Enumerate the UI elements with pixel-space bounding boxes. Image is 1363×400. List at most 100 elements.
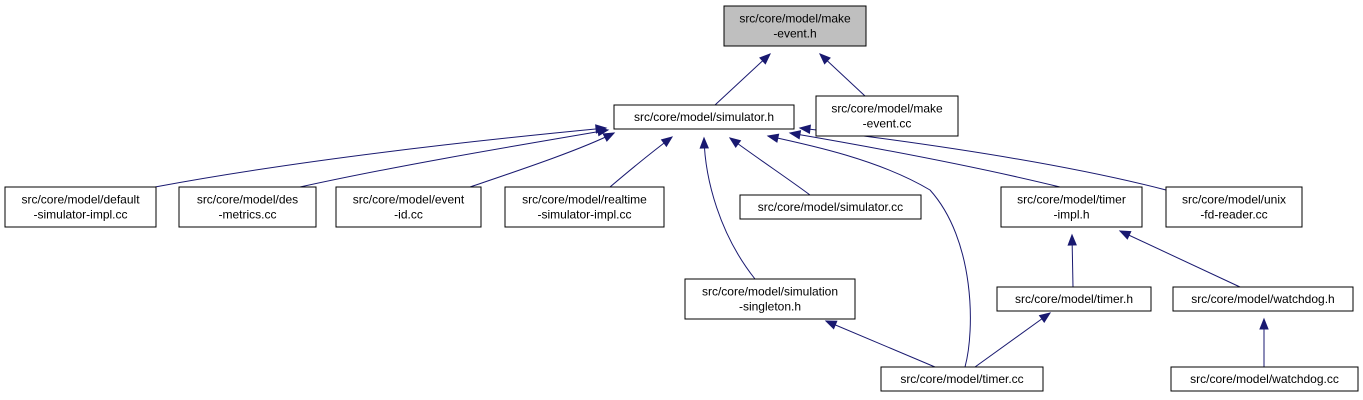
node-box: [178, 186, 317, 228]
edge-line: [154, 127, 607, 188]
node-label: -simulator-impl.cc: [33, 208, 127, 222]
edge-timer_cc-to-simulator_h: [766, 133, 971, 368]
node-event-id[interactable]: src/core/model/event-id.cc: [335, 186, 482, 228]
arrowhead-icon: [798, 124, 811, 134]
arrowhead-icon: [728, 137, 742, 149]
edge-line: [714, 53, 771, 106]
node-box: [1172, 286, 1354, 312]
edge-line: [729, 137, 811, 196]
edge-line: [609, 136, 673, 188]
node-label: src/core/model/timer: [1017, 193, 1126, 207]
node-label: -simulator-impl.cc: [537, 208, 631, 222]
edge-timer_cc-to-sim_singleton: [824, 320, 936, 368]
edge-event_id-to-simulator_h: [469, 132, 616, 188]
node-watchdog-cc[interactable]: src/core/model/watchdog.cc: [1170, 366, 1359, 392]
arrowhead-icon: [788, 130, 802, 140]
node-label: -id.cc: [394, 208, 423, 222]
node-make-event-cc[interactable]: src/core/model/make-event.cc: [815, 95, 959, 137]
arrowhead-icon: [1067, 233, 1077, 246]
node-box: [613, 104, 795, 130]
node-label: src/core/model/des: [197, 193, 298, 207]
arrowhead-icon: [1038, 312, 1052, 323]
edge-line: [299, 129, 609, 188]
node-sim-singleton[interactable]: src/core/model/simulation-singleton.h: [684, 278, 856, 320]
node-default-sim[interactable]: src/core/model/default-simulator-impl.cc: [4, 186, 157, 228]
node-watchdog-h[interactable]: src/core/model/watchdog.h: [1172, 286, 1354, 312]
node-realtime-sim[interactable]: src/core/model/realtime-simulator-impl.c…: [504, 186, 665, 228]
node-simulator-cc[interactable]: src/core/model/simulator.cc: [739, 194, 922, 220]
edge-line: [703, 137, 756, 280]
node-label: -event.cc: [863, 117, 912, 131]
edge-realtime_sim-to-simulator_h: [609, 136, 674, 188]
node-simulator-h[interactable]: src/core/model/simulator.h: [613, 104, 795, 130]
arrowhead-icon: [699, 136, 709, 149]
node-box: [880, 366, 1044, 392]
arrowhead-icon: [660, 136, 674, 148]
node-label: src/core/model/make: [739, 12, 851, 26]
node-label: src/core/model/make: [831, 102, 943, 116]
arrowhead-icon: [602, 132, 616, 142]
node-label: -event.h: [773, 27, 816, 41]
edge-default_sim-to-simulator_h: [154, 124, 608, 188]
node-make-event-h[interactable]: src/core/model/make-event.h: [723, 5, 867, 47]
edge-timer_h-to-timer_impl: [1067, 233, 1077, 288]
node-box: [723, 5, 867, 47]
node-label: src/core/model/timer.h: [1015, 292, 1133, 306]
edges-layer: [154, 53, 1269, 368]
arrowhead-icon: [1259, 317, 1269, 330]
node-label: src/core/model/default: [21, 193, 140, 207]
node-label: src/core/model/event: [353, 193, 465, 207]
arrowhead-icon: [819, 53, 831, 65]
edge-line: [825, 320, 936, 368]
nodes-layer: src/core/model/make-event.hsrc/core/mode…: [4, 5, 1359, 392]
node-box: [335, 186, 482, 228]
edge-des_metrics-to-simulator_h: [299, 127, 610, 188]
node-label: src/core/model/watchdog.h: [1191, 292, 1334, 306]
node-label: src/core/model/timer.cc: [900, 372, 1023, 386]
node-label: -singleton.h: [739, 300, 801, 314]
node-timer-impl[interactable]: src/core/model/timer-impl.h: [1000, 186, 1143, 228]
edge-sim_singleton-to-simulator_h: [699, 136, 756, 280]
node-box: [1170, 366, 1359, 392]
edge-watchdog_cc-to-watchdog_h: [1259, 317, 1269, 367]
node-box: [684, 278, 856, 320]
node-box: [739, 194, 922, 220]
node-label: src/core/model/watchdog.cc: [1190, 372, 1339, 386]
edge-line: [789, 132, 1061, 188]
node-label: src/core/model/simulator.cc: [758, 200, 903, 214]
edge-line: [469, 132, 615, 188]
arrowhead-icon: [824, 320, 838, 330]
edge-line: [974, 312, 1051, 368]
node-label: src/core/model/realtime: [522, 193, 647, 207]
node-timer-h[interactable]: src/core/model/timer.h: [996, 286, 1152, 312]
edge-make_event_cc-to-make_event_h: [819, 53, 866, 97]
arrowhead-icon: [1118, 230, 1132, 240]
arrowhead-icon: [596, 127, 610, 137]
node-box: [504, 186, 665, 228]
edge-simulator_h-to-make_event_h: [714, 53, 771, 106]
node-box: [4, 186, 157, 228]
node-box: [1165, 186, 1303, 228]
node-label: src/core/model/unix: [1182, 193, 1286, 207]
node-box: [996, 286, 1152, 312]
node-label: -fd-reader.cc: [1200, 208, 1267, 222]
edge-line: [767, 135, 971, 368]
edge-timer_impl-to-simulator_h: [788, 130, 1061, 188]
node-label: src/core/model/simulation: [702, 285, 838, 299]
node-box: [1000, 186, 1143, 228]
node-label: -metrics.cc: [219, 208, 277, 222]
edge-timer_cc-to-timer_h: [974, 312, 1052, 368]
edge-line: [1119, 230, 1241, 288]
arrowhead-icon: [759, 53, 771, 65]
node-unix-fd[interactable]: src/core/model/unix-fd-reader.cc: [1165, 186, 1303, 228]
edge-line: [799, 127, 1167, 191]
node-des-metrics[interactable]: src/core/model/des-metrics.cc: [178, 186, 317, 228]
node-timer-cc[interactable]: src/core/model/timer.cc: [880, 366, 1044, 392]
node-box: [815, 95, 959, 137]
node-label: src/core/model/simulator.h: [634, 110, 774, 124]
node-label: -impl.h: [1053, 208, 1089, 222]
edge-watchdog_h-to-timer_impl: [1118, 230, 1241, 288]
edge-simulator_cc-to-simulator_h: [728, 137, 811, 196]
arrowhead-icon: [766, 133, 780, 143]
